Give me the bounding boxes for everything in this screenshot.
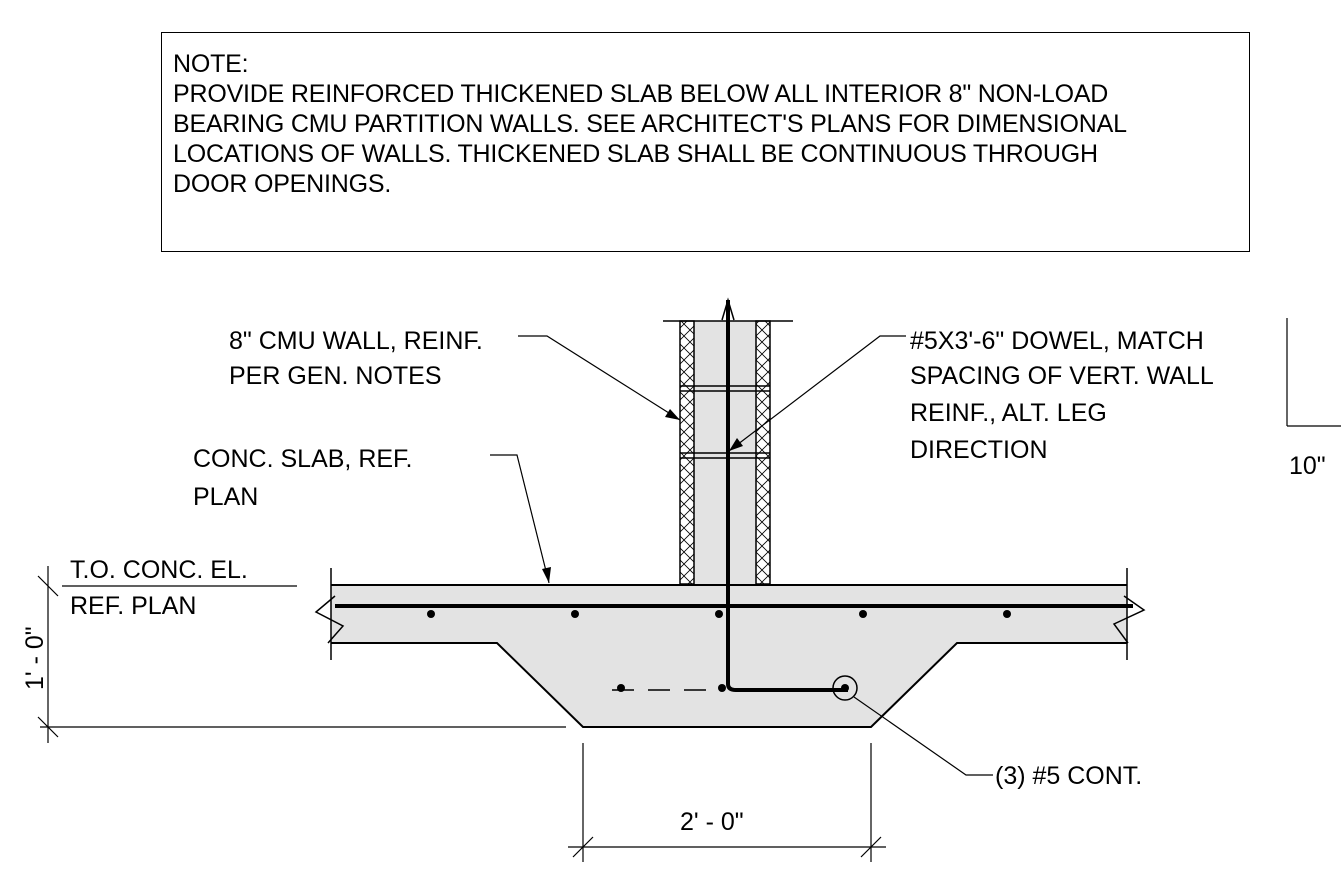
slab-leader (490, 454, 550, 584)
dowel-label-line-1: #5X3'-6" DOWEL, MATCH (910, 327, 1204, 355)
depth-tick-top (37, 575, 59, 597)
slab-label-line-1: CONC. SLAB, REF. (193, 445, 413, 473)
elevation-label-line-2: REF. PLAN (70, 592, 196, 620)
slab-bottom-profile (331, 642, 1127, 728)
width-tick-left (572, 836, 594, 858)
cmu-wall-leader-arrowhead (665, 409, 680, 420)
width-dimension-text: 2' - 0" (680, 808, 744, 836)
cont-bars-leader (853, 696, 993, 776)
elevation-label-line-1: T.O. CONC. EL. (70, 556, 248, 584)
temp-bar-dot (859, 610, 867, 618)
cmu-wall-label-line-1: 8" CMU WALL, REINF. (229, 327, 483, 355)
side-dimension-text: 10" (1289, 452, 1326, 480)
note-line-4: DOOR OPENINGS. (173, 170, 392, 198)
slab-leader-arrowhead (542, 567, 551, 583)
dowel-leader-arrowhead (729, 438, 743, 451)
break-line-left (314, 595, 345, 644)
general-note-box: NOTE: PROVIDE REINFORCED THICKENED SLAB … (161, 32, 1250, 252)
temp-bar-dot (571, 610, 579, 618)
cmu-wall-leader (518, 335, 681, 421)
cont-bar-dot (841, 684, 849, 692)
cont-bar-dot (617, 684, 625, 692)
temp-bar-dot (1003, 610, 1011, 618)
note-heading: NOTE: (173, 50, 249, 78)
note-line-3: LOCATIONS OF WALLS. THICKENED SLAB SHALL… (173, 140, 1098, 168)
depth-dimension-text: 1' - 0" (21, 626, 49, 690)
note-line-1: PROVIDE REINFORCED THICKENED SLAB BELOW … (173, 80, 1109, 108)
break-line-right (1112, 595, 1146, 644)
note-line-2: BEARING CMU PARTITION WALLS. SEE ARCHITE… (173, 110, 1127, 138)
cont-bars-label: (3) #5 CONT. (995, 762, 1142, 790)
dowel-label-line-3: REINF., ALT. LEG (910, 399, 1107, 427)
cont-bar-highlight-circle (832, 675, 858, 701)
dowel-label-line-4: DIRECTION (910, 436, 1048, 464)
slab-label-line-2: PLAN (193, 483, 258, 511)
width-tick-right (860, 836, 882, 858)
cmu-wall (663, 320, 793, 585)
temp-bar-dot (427, 610, 435, 618)
dowel-bar (726, 300, 848, 692)
dowel-label-line-2: SPACING OF VERT. WALL (910, 362, 1214, 390)
dowel-leader (728, 335, 906, 452)
cmu-wall-label-line-2: PER GEN. NOTES (229, 362, 442, 390)
temp-bar-dot (715, 610, 723, 618)
cont-bar-dot (718, 684, 726, 692)
dowel-top-arrowhead (721, 297, 735, 321)
